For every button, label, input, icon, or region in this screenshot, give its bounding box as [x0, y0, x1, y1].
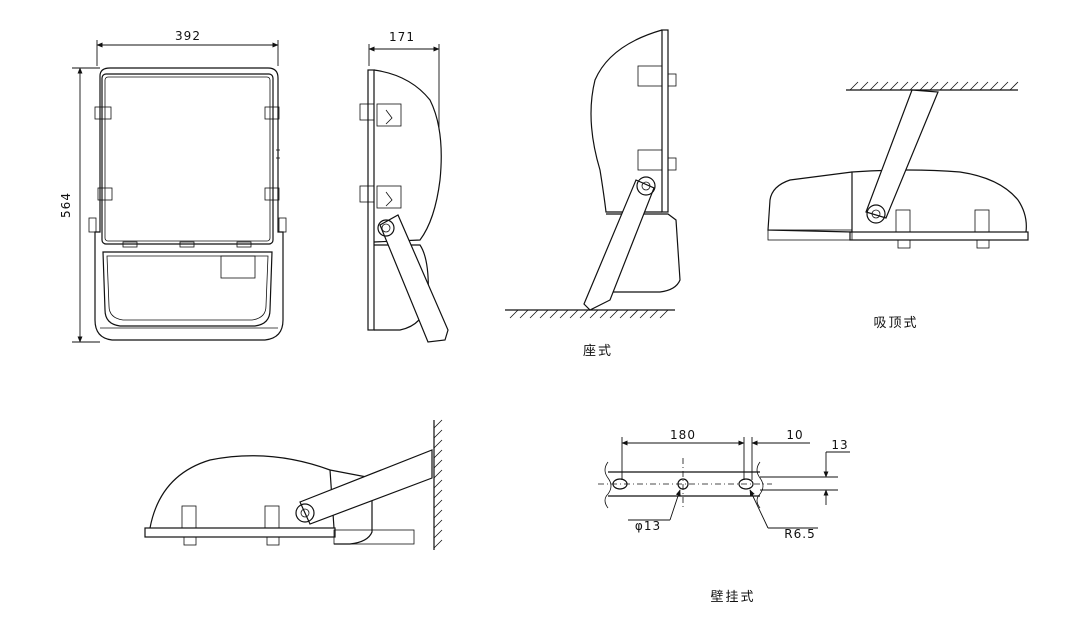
ceiling-mount-view: 吸顶式: [767, 81, 1029, 331]
slot-height-label: 13: [831, 438, 848, 452]
wall-mount-view: [144, 419, 443, 550]
slot-radius-label: R6.5: [784, 527, 815, 541]
floor-mount-caption: 座式: [583, 344, 613, 359]
front-height-label: 564: [59, 192, 73, 218]
front-view: 392 564: [59, 29, 287, 343]
edge-offset-label: 10: [786, 428, 803, 442]
ceiling-mount-caption: 吸顶式: [873, 316, 918, 331]
front-width-label: 392: [175, 29, 201, 43]
hole-diameter-label: φ13: [635, 519, 661, 533]
hole-detail: 180 10 13 φ13 R6.5 壁挂式: [598, 428, 850, 605]
wall-mount-caption: 壁挂式: [710, 590, 755, 605]
floor-mount-view: 座式: [505, 29, 681, 359]
hole-spacing-label: 180: [670, 428, 696, 442]
side-view: 171: [359, 30, 449, 343]
side-depth-label: 171: [389, 30, 415, 44]
